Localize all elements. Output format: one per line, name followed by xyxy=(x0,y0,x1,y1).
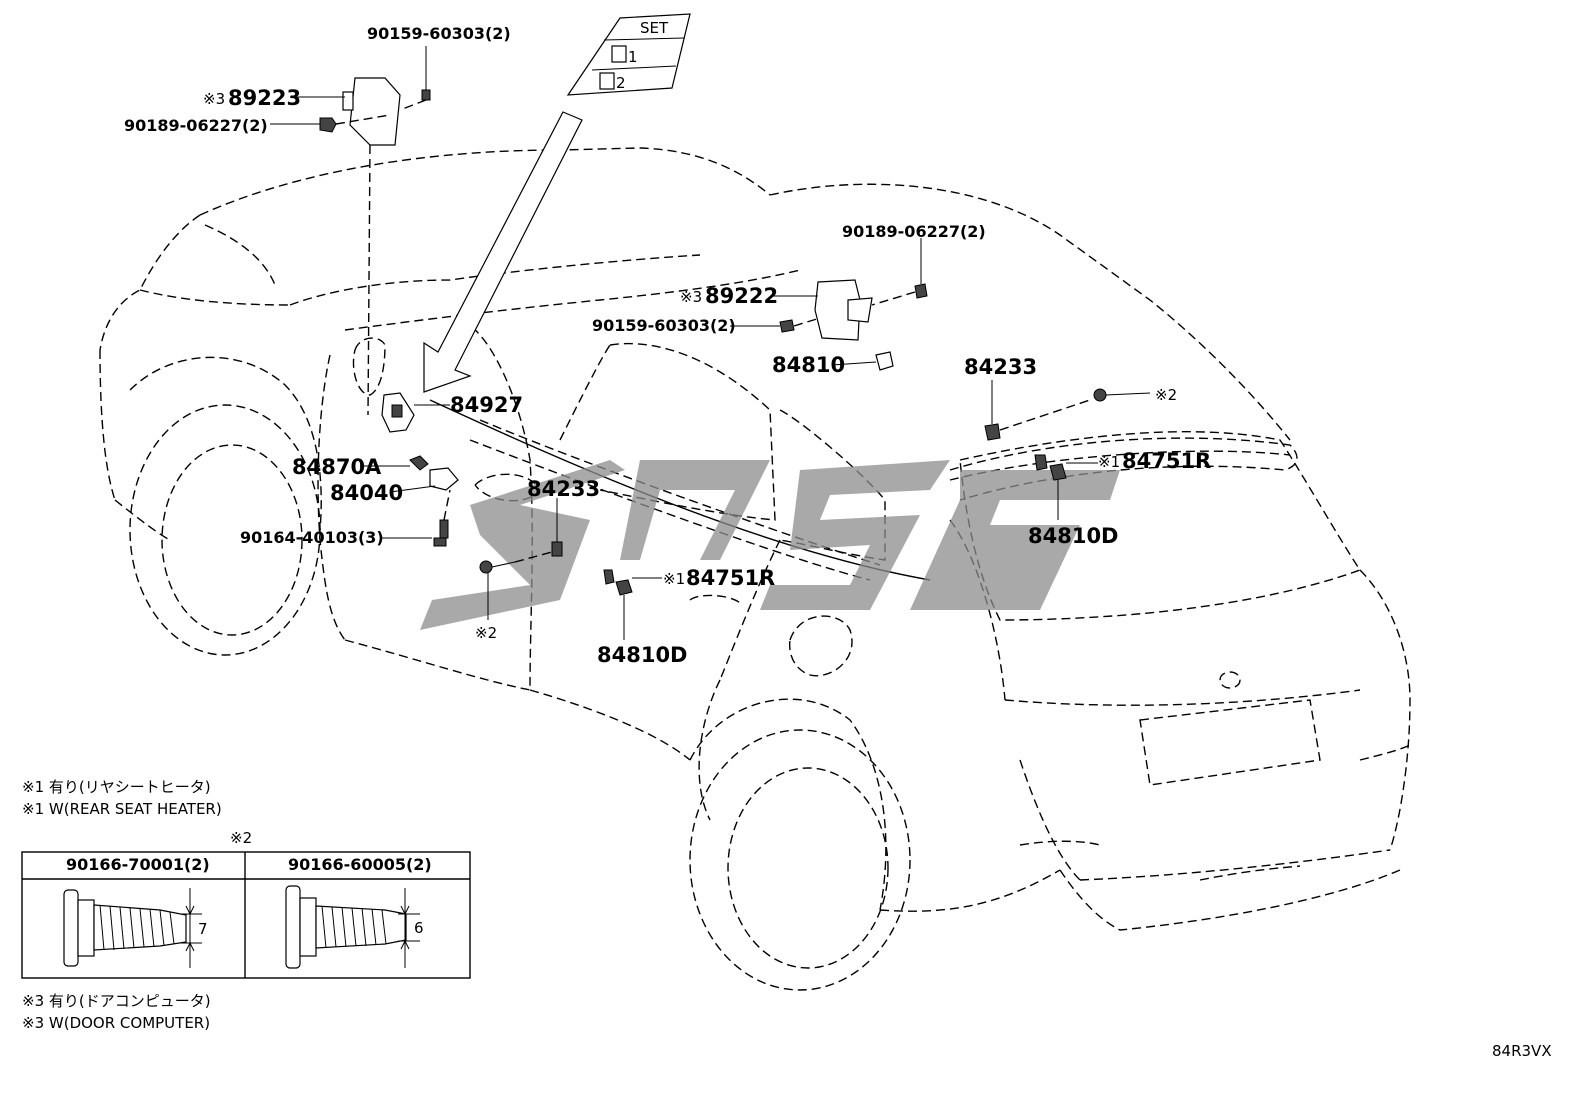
table-ref: ※2 xyxy=(230,829,252,847)
label-90164: 90164-40103(3) xyxy=(240,528,384,547)
label-84810d-right: 84810D xyxy=(1028,524,1119,548)
screw-table: ※2 90166-70001(2) 90166-60005(2) 7 xyxy=(21,829,471,979)
note3-en: ※3 W(DOOR COMPUTER) xyxy=(22,1014,210,1032)
label-84810d-mid: 84810D xyxy=(597,643,688,667)
label-ref2-left: ※2 xyxy=(475,624,497,642)
label-84751r-mid: 84751R xyxy=(686,566,775,590)
left-parts xyxy=(352,337,662,640)
screw-90166-70001-drawing: 7 xyxy=(63,888,208,968)
label-ref1-mid: ※1 xyxy=(663,570,685,588)
switch-memory-2: 2 xyxy=(616,74,626,92)
label-ref3-89223: ※3 xyxy=(203,90,225,108)
detail-arrow xyxy=(423,111,583,393)
label-90159-right: 90159-60303(2) xyxy=(592,316,736,335)
label-84233-center: 84233 xyxy=(527,477,600,501)
screw-2-dimension: 6 xyxy=(414,919,424,937)
belt-molding xyxy=(429,399,931,581)
ecu-89223-assembly xyxy=(270,46,431,416)
label-90189-right: 90189-06227(2) xyxy=(842,222,986,241)
note3-jp: ※3 有り(ドアコンピュータ) xyxy=(22,992,211,1010)
part-labels: 90159-60303(2) ※3 89223 90189-06227(2) 9… xyxy=(124,24,1211,667)
right-parts xyxy=(730,238,1151,520)
label-84233-right: 84233 xyxy=(964,355,1037,379)
notes: ※1 有り(リヤシートヒータ) ※1 W(REAR SEAT HEATER) ※… xyxy=(22,778,222,1032)
memory-switch-panel: SET 1 2 xyxy=(566,13,691,96)
label-89223: 89223 xyxy=(228,86,301,110)
label-84870a: 84870A xyxy=(292,455,382,479)
label-84810: 84810 xyxy=(772,353,845,377)
label-89222: 89222 xyxy=(705,284,778,308)
label-84040: 84040 xyxy=(330,481,403,505)
label-ref2-right: ※2 xyxy=(1155,386,1177,404)
note1-jp: ※1 有り(リヤシートヒータ) xyxy=(22,778,211,796)
label-84751r-right: 84751R xyxy=(1122,449,1211,473)
table-header-1: 90166-70001(2) xyxy=(66,855,210,874)
screw-90166-60005-drawing: 6 xyxy=(285,885,424,969)
label-90159-top: 90159-60303(2) xyxy=(367,24,511,43)
note1-en: ※1 W(REAR SEAT HEATER) xyxy=(22,800,222,818)
switch-set-label: SET xyxy=(640,19,669,37)
screw-1-dimension: 7 xyxy=(198,920,208,938)
diagram-code: 84R3VX xyxy=(1492,1042,1552,1060)
label-ref3-89222: ※3 xyxy=(680,288,702,306)
label-ref1-right: ※1 xyxy=(1098,453,1120,471)
label-84927: 84927 xyxy=(450,393,523,417)
watermark xyxy=(420,460,1120,630)
label-90189-top: 90189-06227(2) xyxy=(124,116,268,135)
switch-memory-1: 1 xyxy=(628,48,638,66)
table-header-2: 90166-60005(2) xyxy=(288,855,432,874)
